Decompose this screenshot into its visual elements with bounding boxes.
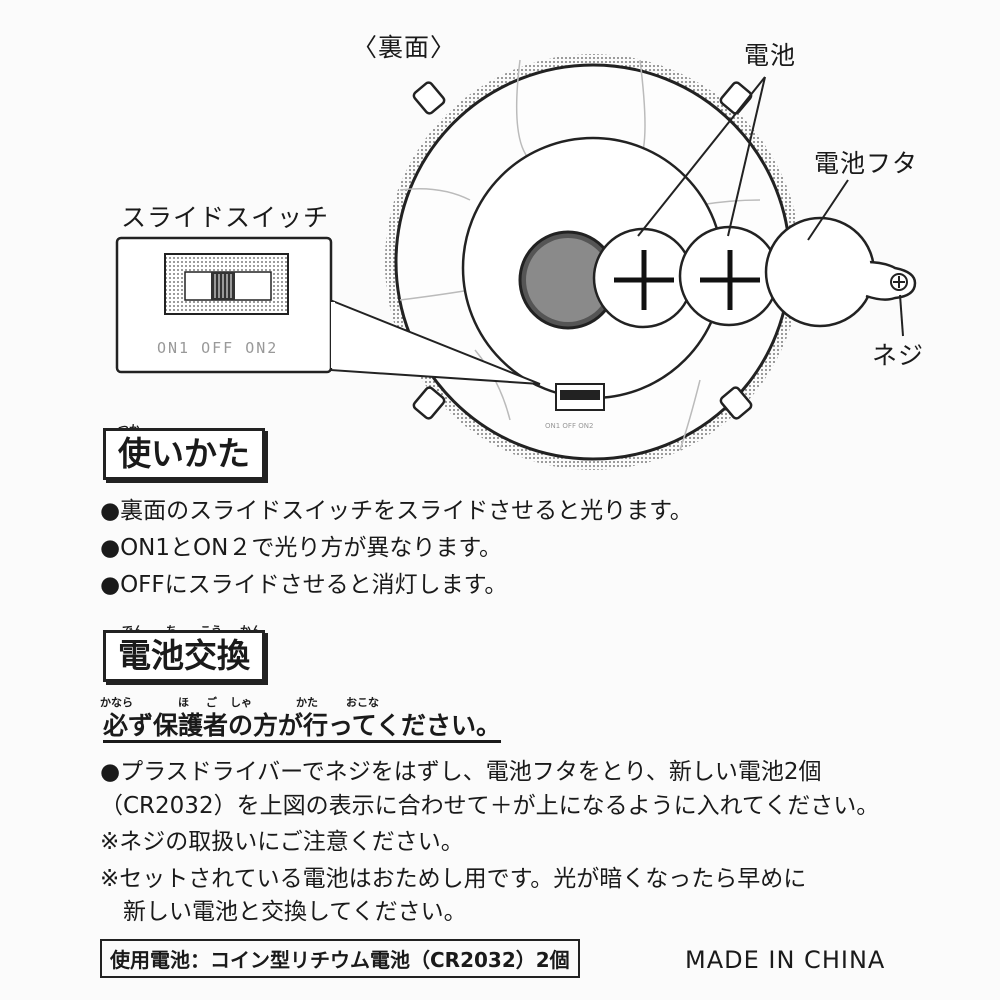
back-label: 〈裏面〉: [352, 33, 457, 62]
rim-tab: [412, 386, 446, 420]
country-of-origin: MADE IN CHINA: [685, 946, 886, 974]
battery-spec-box: 使用電池：コイン型リチウム電池（CR2032）2個: [100, 939, 580, 978]
battery-instruction-line: （CR2032）を上図の表示に合わせて＋が上になるように入れてください。: [100, 793, 880, 819]
warning-ruby: ほ: [178, 696, 189, 709]
screw-label: ネジ: [872, 341, 925, 370]
rim-tab: [719, 386, 753, 420]
battery-label: 電池: [744, 41, 797, 70]
device-back-diagram: ON1 OFF ON2: [115, 54, 917, 470]
battery-instruction-line: ※セットされている電池はおためし用です。光が暗くなったら早めに: [100, 866, 807, 892]
battery-instruction-line: ●プラスドライバーでネジをはずし、電池フタをとり、新しい電池2個: [100, 759, 822, 785]
leader-lines: [637, 76, 904, 337]
usage-item: ●ON1とON２で光り方が異なります。: [100, 535, 503, 561]
usage-item: ●裏面のスライドスイッチをスライドさせると光ります。: [100, 498, 693, 524]
plus-symbol: [614, 250, 760, 310]
device-switch-caption: ON1 OFF ON2: [545, 422, 593, 430]
usage-item: ●OFFにスライドさせると消灯します。: [100, 572, 508, 598]
battery-instruction-line: 新しい電池と交換してください。: [100, 899, 467, 925]
battery-instruction-line: ※ネジの取扱いにご注意ください。: [100, 829, 464, 855]
guardian-warning: 必ず保護者の方が行ってください。: [103, 711, 502, 740]
switch-position-caption: ON1 OFF ON2: [157, 339, 279, 357]
warning-ruby: かた: [296, 696, 318, 709]
battery-cover-label: 電池フタ: [814, 149, 919, 178]
warning-ruby: おこな: [346, 696, 379, 709]
warning-ruby: しゃ: [230, 696, 252, 709]
rim-tab: [412, 81, 446, 115]
usage-heading: 使いかた: [103, 428, 265, 480]
battery-change-heading: 電池交換: [103, 630, 265, 682]
warning-ruby: ご: [206, 696, 217, 709]
slide-switch-label: スライドスイッチ: [121, 203, 330, 232]
rim-tab: [719, 81, 753, 115]
warning-ruby: かなら: [100, 696, 133, 709]
